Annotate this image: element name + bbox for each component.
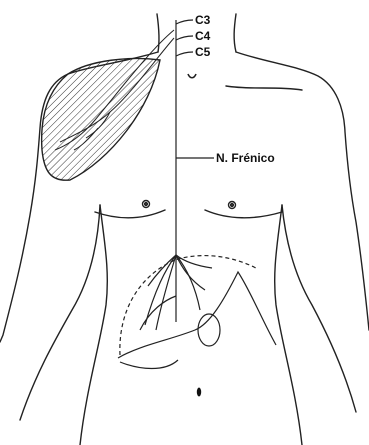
pectoral-right — [205, 210, 282, 218]
neck-right — [234, 14, 236, 52]
chin-mark — [188, 74, 196, 78]
root-c3 — [176, 20, 193, 24]
abdomen-contour — [120, 360, 178, 369]
root-c5 — [176, 52, 193, 56]
pectoral-left — [95, 210, 165, 218]
label-c4: C4 — [195, 29, 211, 43]
label-phrenic-nerve: N. Frénico — [216, 151, 275, 165]
root-c4 — [176, 36, 193, 40]
clavicle-right — [226, 86, 302, 90]
liver — [118, 272, 276, 358]
abdominal-organs — [118, 256, 276, 369]
arm-right-inner — [282, 205, 356, 412]
arm-left-inner — [20, 205, 100, 420]
torso-outline — [0, 14, 369, 445]
label-c5: C5 — [195, 45, 211, 59]
diaphragm-dashed — [120, 256, 256, 355]
nipples — [143, 201, 236, 209]
umbilicus — [197, 388, 201, 397]
torso-side-left — [80, 205, 107, 445]
label-c3: C3 — [195, 13, 211, 27]
